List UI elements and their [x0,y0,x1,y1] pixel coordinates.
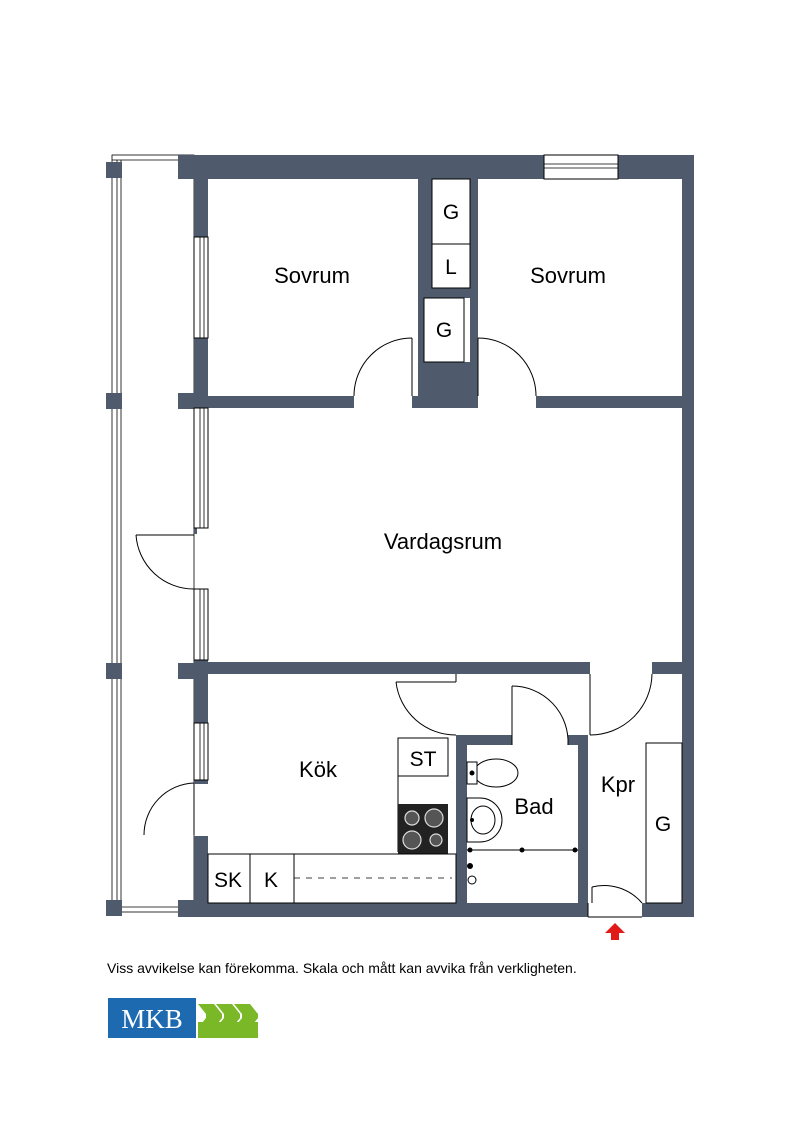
room-label-sovrum-left: Sovrum [274,263,350,288]
kitchen-counter: SK K [207,853,457,904]
sink-icon [466,797,503,843]
closet-g-top-label: G [443,201,459,224]
doors [353,337,653,918]
door-bad [511,685,569,746]
windows [193,154,619,781]
room-label-vardagsrum: Vardagsrum [384,529,502,554]
closet-l: L [431,243,471,289]
fridge-label: K [264,869,278,892]
window-kok [193,722,209,781]
shower-drain-icon [467,863,477,885]
closet-g-mid: G [423,297,465,363]
closet-g-mid-label: G [436,319,452,342]
room-label-kok: Kök [299,757,338,782]
stove-label: ST [410,748,437,771]
toilet-icon [466,758,519,788]
entrance-arrow-icon [605,923,625,940]
closet-g-hall: G [645,742,683,904]
disclaimer-text: Viss avvikelse kan förekomma. Skala och … [107,960,577,976]
door-entrance [587,885,643,918]
door-sovrum-right [477,337,537,397]
window-sovrum-left [193,236,209,339]
window-vardagsrum-1 [193,407,209,529]
room-label-sovrum-right: Sovrum [530,263,606,288]
mkb-logo: MKB [108,998,258,1038]
logo-text: MKB [121,1004,183,1034]
logo-arrows-icon [198,1004,258,1038]
room-label-kpr: Kpr [601,772,635,797]
door-sovrum-left [353,337,413,397]
cooktop [398,804,448,854]
closet-g-hall-label: G [655,813,671,836]
window-vardagsrum-2 [193,588,209,661]
freezer-label: SK [214,869,242,892]
walls [178,155,694,917]
door-kok [395,674,457,736]
room-label-bad: Bad [514,794,553,819]
door-kpr [589,673,653,736]
shower-line [467,847,578,853]
window-top-right [543,154,619,180]
balcony [106,154,195,916]
closet-g-top: G [431,178,471,245]
stove-top: ST [397,737,449,777]
closet-l-label: L [445,256,457,279]
